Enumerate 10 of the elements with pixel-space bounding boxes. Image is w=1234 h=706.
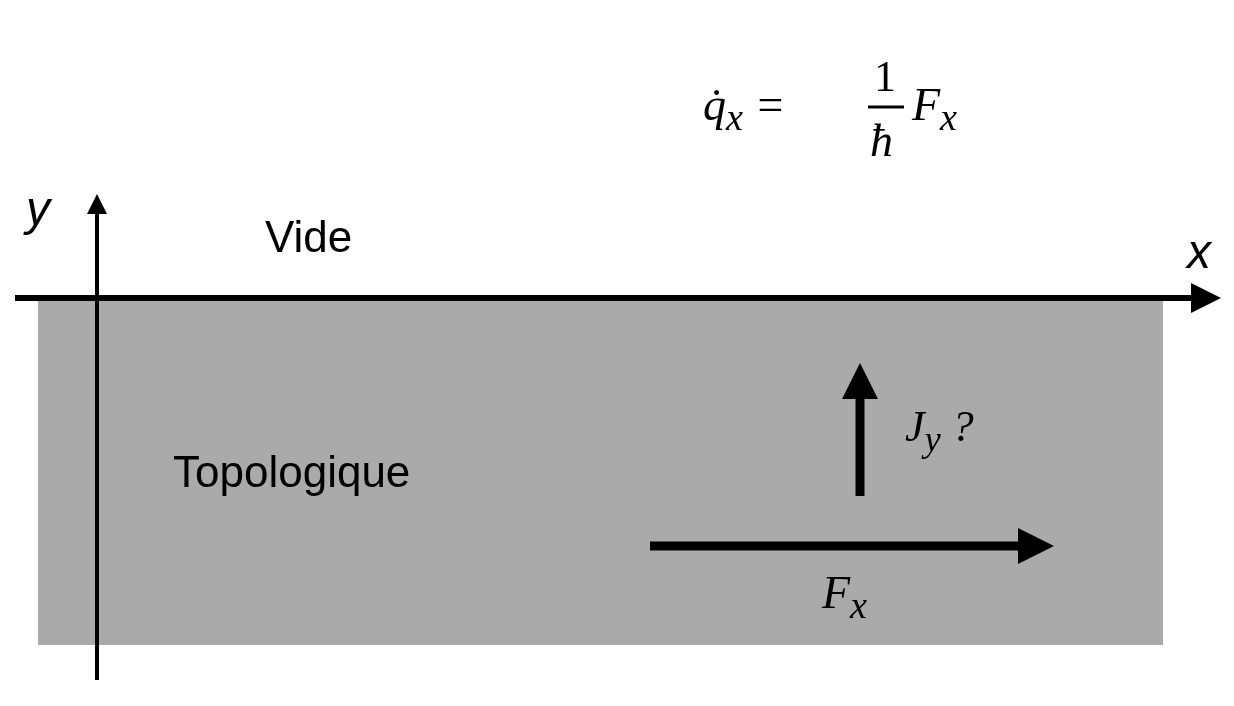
quantity-label: F$_{x}$ (822, 570, 868, 625)
region-label: Topologique (173, 450, 411, 494)
axis-label: x (1187, 228, 1211, 276)
formula-text: 1 (874, 55, 896, 99)
quantity-label: J$_{y}$ ? (905, 405, 974, 458)
formula-text: q̇$_{x}$ = (703, 82, 786, 137)
formula-text: ħ (870, 118, 893, 164)
region-label: Vide (265, 215, 353, 259)
region-panel (38, 300, 1163, 645)
formula-text: F$_{x}$ (912, 82, 958, 137)
